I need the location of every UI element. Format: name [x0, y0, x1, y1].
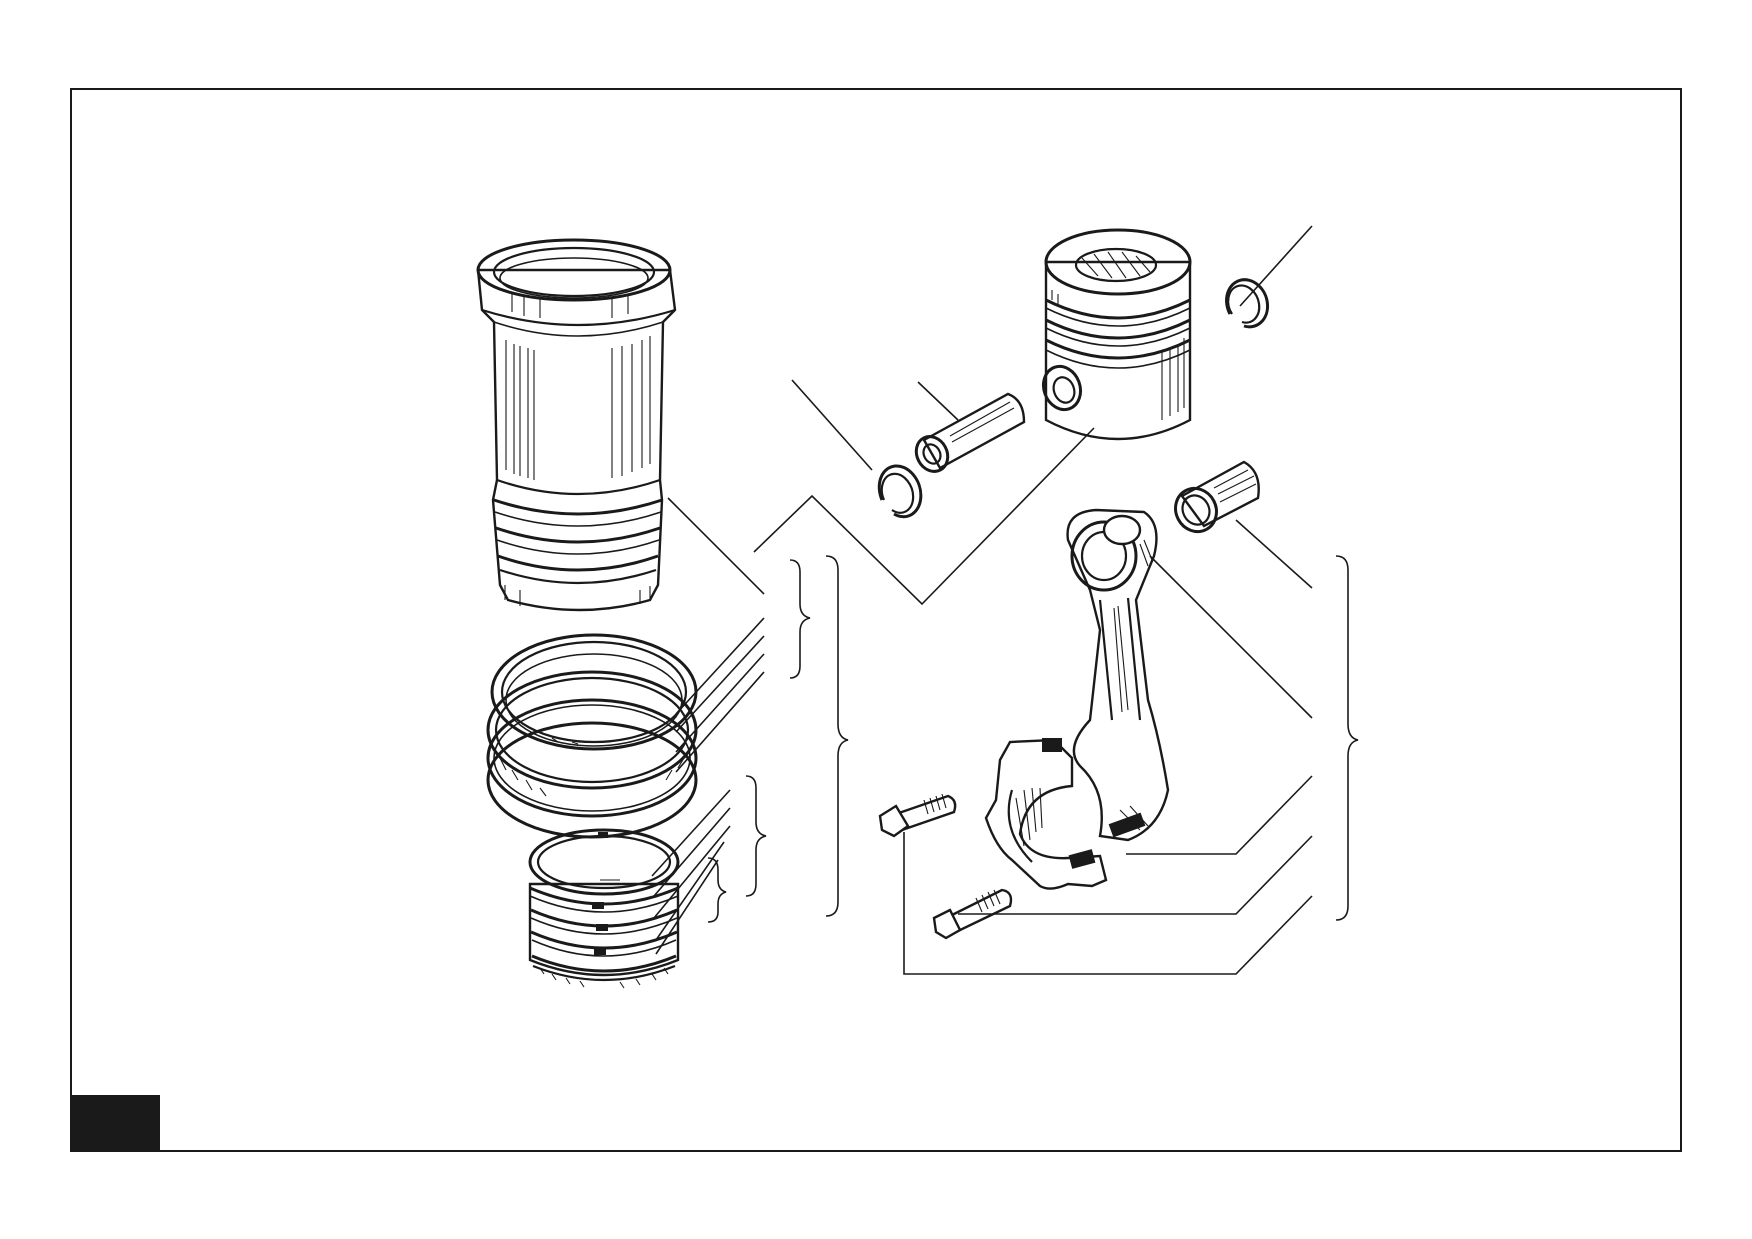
page-frame	[70, 88, 1682, 1152]
grouping-braces	[707, 555, 1359, 923]
piston-rings	[528, 828, 680, 989]
connecting-rod-cap	[984, 738, 1108, 890]
cylinder-liner	[476, 238, 677, 612]
small-end-bushing	[1174, 460, 1260, 534]
connecting-rod	[1066, 508, 1170, 842]
rod-bolt-lower	[932, 888, 1013, 940]
pin-circlip-right	[1225, 278, 1269, 329]
pin-circlip-left	[877, 464, 923, 519]
rod-bolt-upper	[878, 793, 957, 838]
piston	[1041, 228, 1192, 441]
piston-pin	[914, 392, 1026, 473]
leader-lines	[651, 225, 1313, 975]
liner-seal-rings	[486, 633, 698, 839]
page-corner-tab	[70, 1095, 160, 1152]
